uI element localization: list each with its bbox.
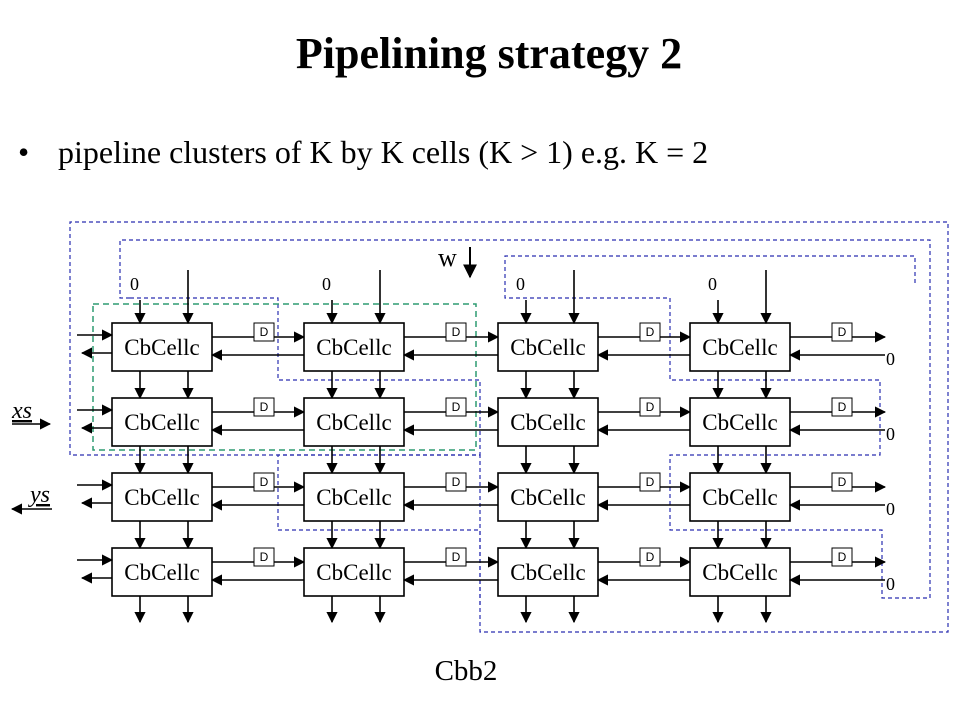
delay-label: D xyxy=(452,400,461,414)
bullet-point: • pipeline clusters of K by K cells (K >… xyxy=(18,134,708,171)
slide-title: Pipelining strategy 2 xyxy=(295,29,683,78)
cbcell-label: CbCellc xyxy=(702,335,777,360)
cbcell-box xyxy=(303,472,405,522)
delay-label: D xyxy=(260,550,269,564)
cbcell-box xyxy=(497,472,599,522)
delay-label: D xyxy=(452,550,461,564)
cbcell-box xyxy=(497,547,599,597)
delay-box xyxy=(445,547,467,567)
zero-input-label: 0 xyxy=(708,274,717,294)
delay-label: D xyxy=(646,400,655,414)
cbcell-label: CbCellc xyxy=(316,485,391,510)
cbcell-label: CbCellc xyxy=(702,410,777,435)
cbcell-box xyxy=(111,547,213,597)
cluster-outline xyxy=(92,303,477,451)
cbcell-label: CbCellc xyxy=(510,560,585,585)
cbcell-box xyxy=(111,472,213,522)
ys-label: ys xyxy=(28,482,50,508)
inner-feedback-path xyxy=(119,239,931,599)
cbcell-label: CbCellc xyxy=(316,560,391,585)
delay-box xyxy=(639,547,661,567)
cell-grid: CbCellc0DCbCellc0DCbCellc0DCbCellc0D0CbC… xyxy=(77,270,895,624)
delay-label: D xyxy=(838,400,847,414)
cbcell-box xyxy=(689,322,791,372)
cbcell-label: CbCellc xyxy=(510,335,585,360)
cbcell-label: CbCellc xyxy=(510,485,585,510)
delay-box xyxy=(253,397,275,417)
delay-label: D xyxy=(452,475,461,489)
delay-label: D xyxy=(646,325,655,339)
cbcell-label: CbCellc xyxy=(124,485,199,510)
delay-label: D xyxy=(260,475,269,489)
delay-box xyxy=(253,472,275,492)
delay-box xyxy=(253,322,275,342)
delay-label: D xyxy=(838,550,847,564)
delay-box xyxy=(831,547,853,567)
cbcell-box xyxy=(689,547,791,597)
cbcell-label: CbCellc xyxy=(316,410,391,435)
bullet-text: pipeline clusters of K by K cells (K > 1… xyxy=(58,134,709,170)
cbcell-box xyxy=(303,397,405,447)
cbcell-label: CbCellc xyxy=(702,485,777,510)
delay-box xyxy=(445,322,467,342)
cbcell-box xyxy=(111,397,213,447)
bullet-icon: • xyxy=(18,134,30,170)
delay-label: D xyxy=(260,325,269,339)
zero-input-label: 0 xyxy=(516,274,525,294)
delay-label: D xyxy=(452,325,461,339)
cbcell-label: CbCellc xyxy=(124,410,199,435)
cbcell-label: CbCellc xyxy=(124,560,199,585)
feedback-paths xyxy=(69,221,949,633)
cbcell-label: CbCellc xyxy=(316,335,391,360)
zero-return-label: 0 xyxy=(886,499,895,519)
delay-box xyxy=(445,472,467,492)
caption: Cbb2 xyxy=(434,655,498,687)
delay-label: D xyxy=(646,475,655,489)
delay-box xyxy=(639,472,661,492)
delay-box xyxy=(253,547,275,567)
delay-label: D xyxy=(838,475,847,489)
zero-input-label: 0 xyxy=(322,274,331,294)
cbcell-box xyxy=(303,547,405,597)
cbcell-label: CbCellc xyxy=(510,410,585,435)
zero-return-label: 0 xyxy=(886,574,895,594)
cbcell-label: CbCellc xyxy=(124,335,199,360)
cbcell-box xyxy=(689,472,791,522)
weight-label: w xyxy=(438,243,457,272)
delay-box xyxy=(831,472,853,492)
xs-label: xs xyxy=(11,398,32,424)
cbcell-label: CbCellc xyxy=(702,560,777,585)
delay-box xyxy=(831,322,853,342)
delay-box xyxy=(639,397,661,417)
delay-box xyxy=(445,397,467,417)
zero-input-label: 0 xyxy=(130,274,139,294)
delay-label: D xyxy=(838,325,847,339)
delay-label: D xyxy=(260,400,269,414)
zero-return-label: 0 xyxy=(886,349,895,369)
cbcell-box xyxy=(689,397,791,447)
cbcell-box xyxy=(497,322,599,372)
zero-return-label: 0 xyxy=(886,424,895,444)
cbcell-box xyxy=(303,322,405,372)
delay-box xyxy=(639,322,661,342)
stair-feedback-path xyxy=(130,297,481,608)
cbcell-box xyxy=(111,322,213,372)
cbcell-box xyxy=(497,397,599,447)
delay-label: D xyxy=(646,550,655,564)
delay-box xyxy=(831,397,853,417)
